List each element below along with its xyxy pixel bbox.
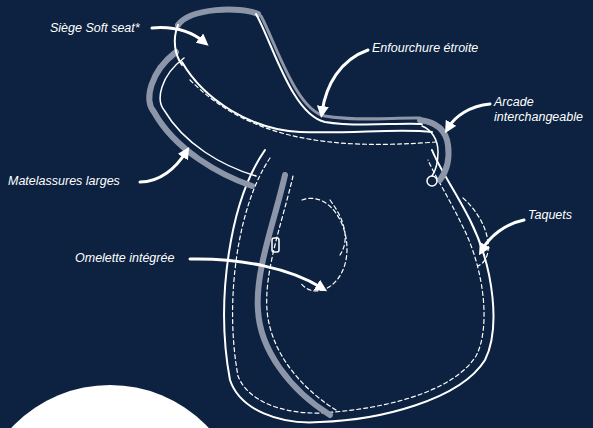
seat-top — [256, 14, 422, 125]
leader-arrow — [152, 28, 204, 42]
leader-arrow — [448, 104, 490, 128]
arcade — [420, 120, 449, 180]
seat-edge — [261, 16, 420, 119]
leader-arrow — [482, 220, 524, 250]
seat-rim — [182, 62, 432, 132]
omelette-inner — [330, 200, 345, 255]
part-label: Taquets — [528, 208, 572, 223]
cantle — [178, 9, 258, 25]
buckle — [272, 238, 279, 252]
knee-roll — [258, 175, 330, 415]
arcade-edge — [422, 126, 438, 176]
decor-circle — [0, 385, 245, 428]
leader-arrow — [140, 152, 186, 182]
leader-arrow — [322, 50, 368, 112]
flap-stitching — [233, 158, 484, 413]
part-label: Enfourchure étroite — [372, 41, 478, 56]
seat-stitching — [190, 80, 436, 144]
knee-roll-stitching — [267, 176, 336, 410]
leader-arrow — [190, 259, 322, 288]
part-label: Arcade interchangeable — [494, 95, 586, 125]
part-label: Matelassures larges — [8, 174, 120, 189]
panel — [149, 52, 252, 186]
part-label: Omelette intégrée — [75, 251, 174, 266]
block — [463, 198, 488, 266]
omelette-outline — [300, 198, 347, 291]
dee-ring — [427, 176, 437, 186]
part-label: Siège Soft seat* — [50, 21, 140, 36]
saddle-flap — [224, 150, 493, 422]
